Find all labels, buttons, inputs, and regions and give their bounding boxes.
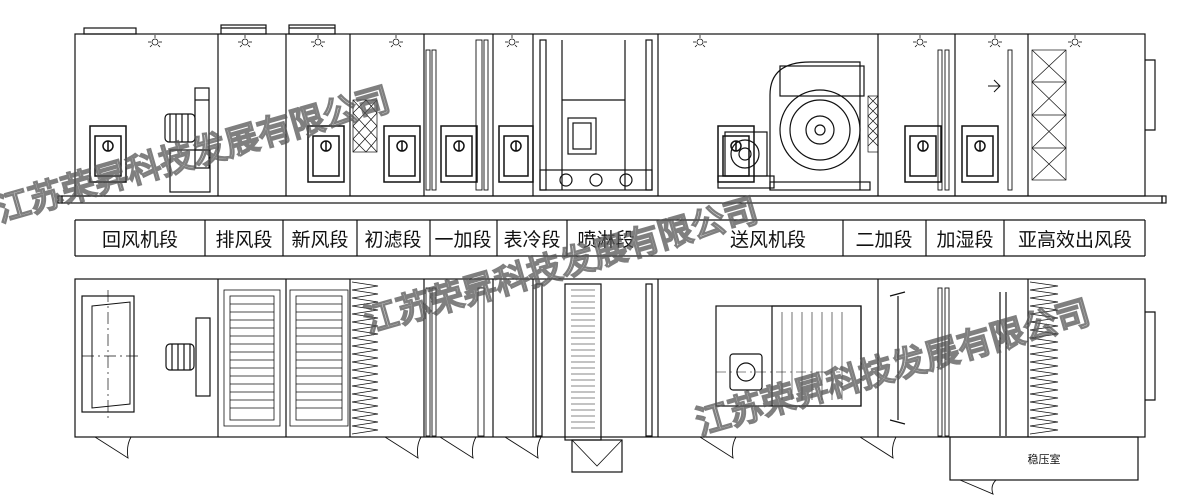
plan-heating-coils bbox=[425, 287, 950, 437]
plan-second-heating-coil bbox=[889, 291, 906, 425]
section-label-first-heating: 一加段 bbox=[434, 229, 491, 251]
roof-hood bbox=[83, 27, 137, 35]
elevation-view bbox=[57, 24, 1167, 204]
section-label-second-heating: 二加段 bbox=[855, 229, 912, 251]
elevation-casing bbox=[74, 33, 1146, 197]
watermarks: 江苏荣昇科技发展有限公司 江苏荣昇科技发展有限公司 江苏荣昇科技发展有限公司 bbox=[0, 79, 1095, 444]
plan-casing bbox=[74, 278, 1146, 438]
exhaust-damper-grille bbox=[223, 289, 281, 427]
watermark-text: 江苏荣昇科技发展有限公司 bbox=[359, 191, 762, 342]
section-label-hepa-outlet: 亚高效出风段 bbox=[1018, 229, 1132, 251]
section-label-fresh-air: 新风段 bbox=[291, 229, 348, 251]
return-fan-motor-icon bbox=[164, 87, 211, 193]
section-label-spray: 喷淋段 bbox=[577, 229, 634, 251]
plenum-chamber-label: 稳压室 bbox=[1028, 452, 1061, 466]
bag-filter-icon bbox=[351, 281, 379, 435]
humidifier-nozzle-icon bbox=[988, 79, 1001, 93]
heating-coils bbox=[425, 39, 1013, 191]
fresh-air-damper-grille bbox=[289, 289, 349, 427]
lamp-icons bbox=[148, 35, 1082, 48]
hepa-filter-icon bbox=[1029, 281, 1059, 435]
door-swings bbox=[94, 436, 997, 495]
section-label-cooling-coil: 表冷段 bbox=[503, 229, 560, 251]
supply-fan-icon bbox=[717, 61, 871, 191]
section-label-humidifier: 加湿段 bbox=[936, 229, 993, 251]
plan-return-fan-motor-icon bbox=[165, 317, 211, 397]
plan-view bbox=[74, 278, 1156, 495]
section-dividers bbox=[217, 34, 1029, 196]
roof-hood bbox=[220, 24, 267, 35]
section-labels: 回风机段 排风段 新风段 初滤段 一加段 表冷段 喷淋段 送风机段 二加段 加湿… bbox=[102, 229, 1132, 251]
access-doors bbox=[89, 125, 999, 183]
section-label-exhaust: 排风段 bbox=[215, 229, 272, 251]
plan-humidifier-icon bbox=[999, 292, 1007, 436]
plenum-chamber bbox=[949, 436, 1139, 481]
plan-outlet-flange bbox=[1145, 311, 1156, 401]
roof-hood bbox=[288, 24, 336, 35]
section-label-return-fan: 回风机段 bbox=[102, 229, 178, 251]
return-air-inlet bbox=[81, 290, 140, 418]
drain-tank bbox=[571, 439, 623, 473]
outlet-flange bbox=[1145, 59, 1156, 131]
section-label-pre-filter: 初滤段 bbox=[364, 229, 421, 251]
base-rail bbox=[61, 195, 1163, 204]
plan-section-dividers bbox=[217, 279, 1029, 437]
section-label-supply-fan: 送风机段 bbox=[730, 229, 806, 251]
spray-chamber bbox=[539, 39, 653, 191]
watermark-text: 江苏荣昇科技发展有限公司 bbox=[0, 80, 395, 231]
plan-supply-fan-icon bbox=[715, 305, 862, 407]
section-label-band bbox=[74, 219, 1146, 257]
plan-spray-chamber bbox=[535, 283, 653, 473]
filter-panels bbox=[352, 49, 1067, 181]
